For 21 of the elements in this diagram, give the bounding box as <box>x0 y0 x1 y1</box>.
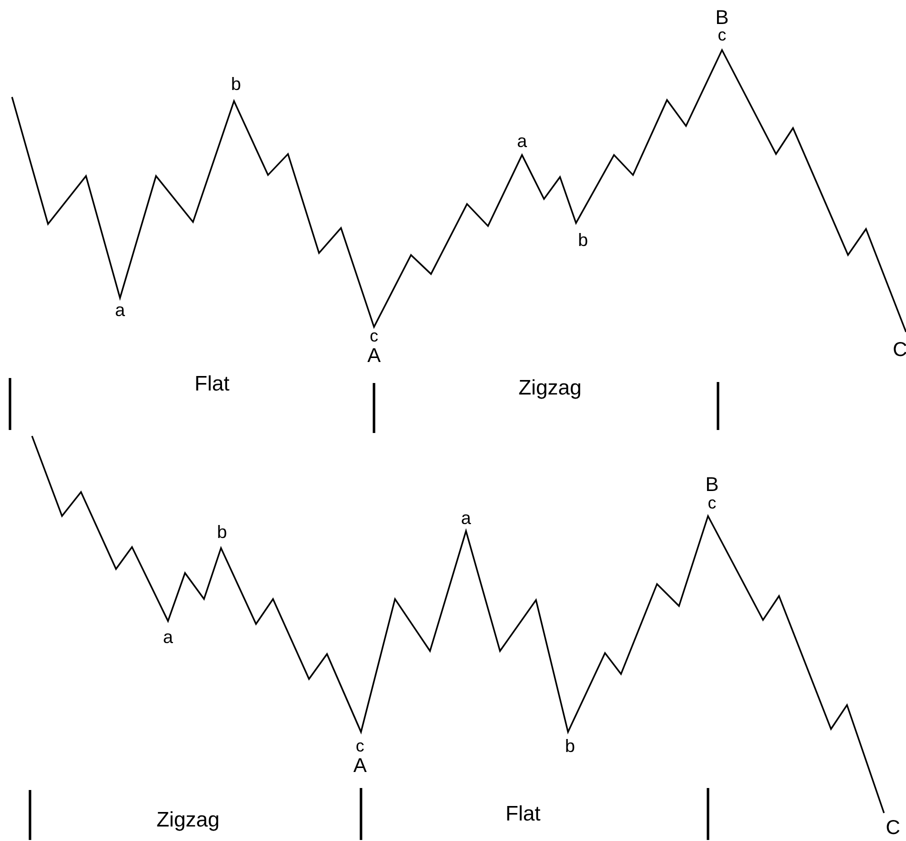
pattern-label: Zigzag <box>518 378 582 398</box>
wave-label: b <box>217 523 227 541</box>
wave-label: A <box>367 346 381 366</box>
wave-label: a <box>163 628 173 646</box>
pattern-label: Zigzag <box>156 810 220 830</box>
wave-label: c <box>356 738 364 754</box>
wave-label: A <box>353 756 367 776</box>
wave-label: c <box>708 494 716 512</box>
wave-label: b <box>565 737 575 755</box>
wave-label: C <box>886 818 900 838</box>
wave-label: B <box>705 475 719 495</box>
wave-label: a <box>517 132 527 150</box>
wave-label: a <box>461 509 471 527</box>
wave-label: a <box>115 301 125 319</box>
pattern-label: Flat <box>194 374 230 394</box>
wave-label: B <box>715 8 729 28</box>
wave-label: c <box>718 26 726 44</box>
wave-label: b <box>578 231 588 249</box>
wave-label: c <box>370 328 378 344</box>
pattern-label: Flat <box>506 804 540 824</box>
wave-label: b <box>231 75 241 93</box>
